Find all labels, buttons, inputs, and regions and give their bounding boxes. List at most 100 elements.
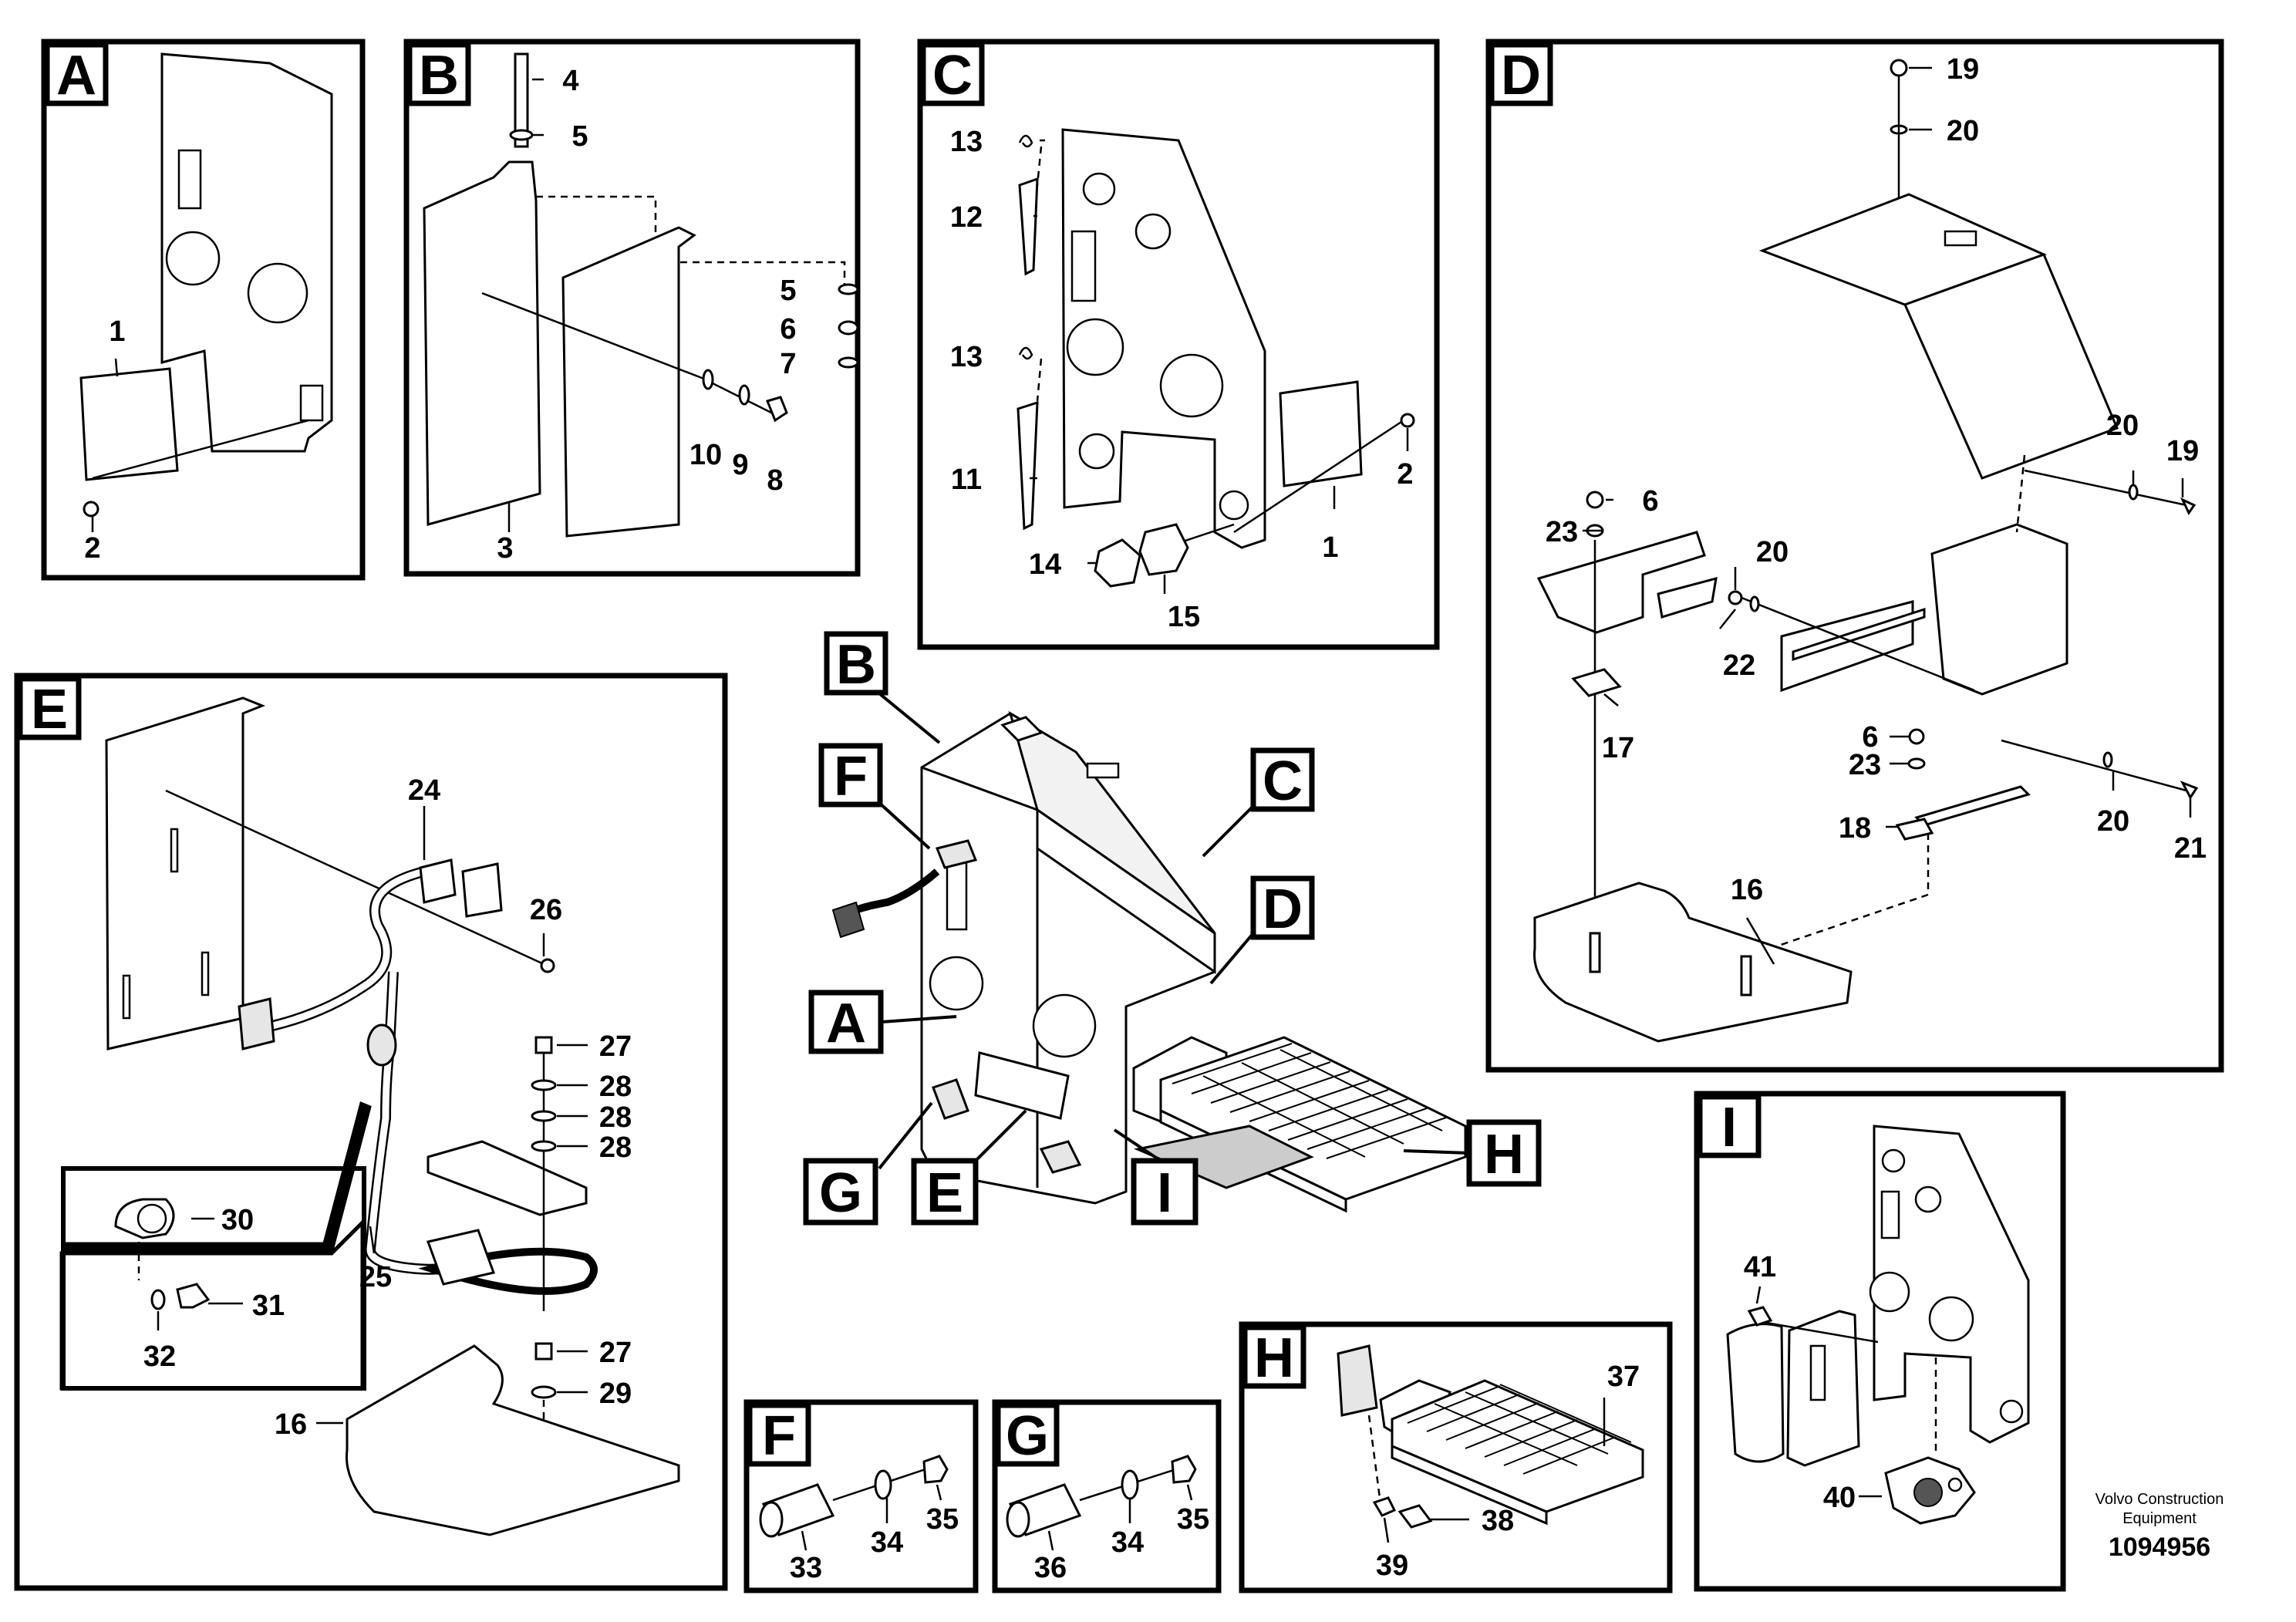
callout-20: 20 [2106, 410, 2139, 442]
washer [1749, 595, 1760, 612]
grate-bars [1172, 1043, 1447, 1159]
plate-hole [1869, 1271, 1910, 1313]
panel-f-letter: F [762, 1405, 796, 1467]
callout-24: 24 [408, 774, 440, 807]
grate-bars [1407, 1385, 1617, 1475]
callout-1: 1 [1322, 531, 1338, 564]
panel-a-frame [41, 39, 366, 581]
leader-line [801, 1530, 807, 1551]
leader-line [2001, 739, 2187, 792]
callout-6: 6 [780, 313, 796, 346]
nut [922, 1455, 949, 1484]
plate-hole [1078, 433, 1115, 470]
callout-14: 14 [1029, 548, 1061, 581]
shim [1895, 818, 1934, 841]
washer [874, 1469, 892, 1500]
lock-cylinder [935, 839, 978, 869]
panel-i-letter-box [1697, 1094, 1762, 1158]
striker-plate [1726, 1323, 1785, 1463]
panel-f-frame [743, 1399, 979, 1593]
washer [531, 1385, 557, 1399]
nut [534, 1036, 553, 1054]
callout-1: 1 [109, 315, 125, 348]
lock-cylinder [932, 1078, 969, 1120]
panel-a: A 1 2 [41, 39, 366, 581]
callout-26: 26 [530, 894, 562, 926]
cover-plate [1279, 380, 1363, 487]
connector [238, 997, 275, 1050]
panel-f: F 33 34 35 [743, 1399, 979, 1593]
callout-5: 5 [571, 120, 588, 153]
plate-hole [1135, 213, 1172, 250]
assembly-dashed-line [1746, 833, 1930, 958]
panel-g-frame [992, 1399, 1222, 1593]
spacer-strip [1914, 785, 2031, 827]
pointer-b [874, 689, 941, 744]
mounting-plate [105, 696, 266, 1050]
panel-b-letter: B [419, 45, 459, 106]
plate-hole [1914, 1185, 1942, 1213]
credit-company-line2: Equipment [2122, 1510, 2197, 1527]
overview-label-e: E [926, 1162, 963, 1224]
leader-line [114, 358, 119, 377]
panel-i-frame [1694, 1091, 2066, 1592]
connector [461, 862, 503, 918]
callout-16: 16 [1731, 874, 1763, 906]
top-cover-slope [1903, 253, 2119, 480]
panel-d: D [1485, 39, 2224, 1073]
pointer-e [974, 1109, 1027, 1162]
callout-35: 35 [926, 1503, 959, 1536]
callout-8: 8 [767, 464, 783, 497]
panel-e-letter: E [31, 679, 68, 740]
panel-a-letter: A [56, 45, 96, 106]
angle-bracket [1792, 607, 1926, 662]
leader-line [481, 292, 703, 379]
plate-hole [1881, 1148, 1906, 1173]
lock-core [1913, 1478, 1943, 1507]
screw [1747, 1306, 1773, 1327]
washer [531, 1079, 557, 1091]
assembly-dashed-line [1036, 146, 1043, 186]
clip [1017, 400, 1039, 531]
screw [176, 1283, 211, 1309]
clip [1018, 177, 1039, 276]
washer [1907, 757, 1926, 770]
panel-c-letter-box [920, 42, 985, 106]
leader-line [369, 1226, 376, 1254]
plate-slot [201, 951, 210, 996]
callout-36: 36 [1034, 1552, 1067, 1584]
washer [838, 283, 859, 295]
bracket-tab [1657, 576, 1718, 619]
plate-slot [1070, 230, 1097, 302]
overview-box-e [911, 1158, 979, 1226]
overview-label-f: F [834, 746, 868, 808]
callout-5: 5 [780, 275, 796, 307]
callout-21: 21 [2174, 832, 2207, 865]
overview-box-c [1250, 747, 1315, 812]
callout-28: 28 [599, 1071, 632, 1103]
callout-34: 34 [1111, 1526, 1144, 1559]
callout-2: 2 [84, 532, 100, 565]
panel-g-letter: G [1006, 1405, 1049, 1467]
grommet [1094, 538, 1141, 588]
panel-c: C 13 12 13 11 14 15 2 1 [917, 39, 1440, 650]
leader-line [1233, 419, 1404, 534]
panel-e-frame [14, 673, 728, 1591]
overview-box-g [803, 1158, 878, 1226]
cover-plate [79, 367, 179, 481]
step-edge [1391, 1444, 1548, 1526]
callout-15: 15 [1168, 601, 1200, 633]
mounting-plate [561, 226, 696, 538]
plate-slot [122, 974, 131, 1020]
callout-4: 4 [562, 65, 578, 97]
lock-cylinder [1039, 1140, 1082, 1174]
panel-i: I 41 40 [1694, 1091, 2066, 1592]
nut [1586, 491, 1604, 509]
callout-34: 34 [871, 1526, 903, 1559]
pointer-c [1202, 804, 1255, 858]
plate-slot [177, 149, 202, 210]
leader-line [1047, 1530, 1054, 1551]
plate-slot [299, 384, 324, 422]
callout-39: 39 [1376, 1549, 1408, 1582]
overview-label-i: I [1157, 1162, 1172, 1224]
